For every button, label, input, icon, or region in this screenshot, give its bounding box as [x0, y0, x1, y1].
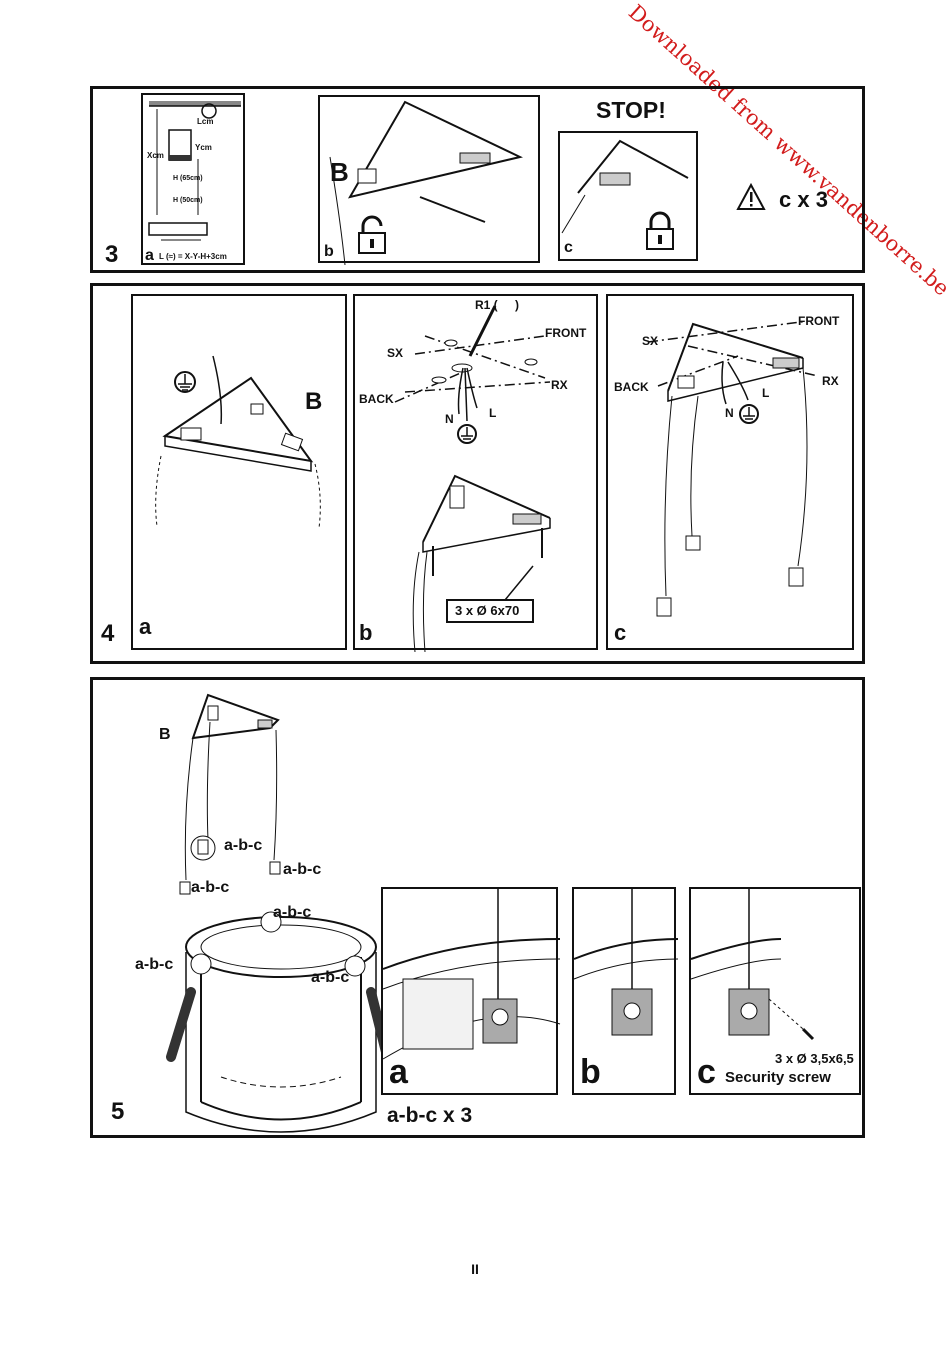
- step-3b-frame: B b: [318, 95, 540, 266]
- detail-c-letter: c: [697, 1053, 716, 1091]
- part-b-label: B: [330, 157, 349, 187]
- step-4a-frame: B a: [131, 294, 347, 650]
- step-3c-frame: c: [558, 131, 698, 261]
- detail-c-illustration: [690, 889, 815, 1041]
- label-h65: H (65cm): [173, 175, 203, 182]
- label-l: L: [489, 406, 497, 420]
- abc-label-side-left: a-b-c: [135, 956, 174, 973]
- part-b-label: B: [159, 726, 171, 743]
- detail-b-letter: b: [580, 1053, 601, 1091]
- ceiling-measure-diagram: [148, 101, 241, 241]
- label-n: N: [725, 406, 734, 420]
- detail-c-frame: c 3 x Ø 3,5x6,5 Security screw: [689, 887, 861, 1095]
- step-3a-letter: a: [145, 247, 154, 264]
- step-4-panel: 4 B a: [90, 283, 865, 664]
- label-r1: R1 (: [475, 298, 498, 312]
- detail-a-letter: a: [389, 1053, 408, 1091]
- security-screw-label: Security screw: [725, 1069, 831, 1086]
- label-n: N: [445, 412, 454, 426]
- detail-b-illustration: [573, 889, 679, 1036]
- label-r1-close: ): [515, 298, 519, 312]
- orientation-diagram: [394, 305, 551, 653]
- step-4-number: 4: [101, 620, 115, 647]
- label-rx: RX: [822, 374, 839, 388]
- step-3-panel: 3 Lcm Xcm Ycm H (65cm) H (50cm) L (≈) = …: [90, 86, 865, 273]
- detail-a-frame: a: [381, 887, 561, 1095]
- step-4c-letter: c: [614, 620, 627, 645]
- abc-label-center: a-b-c: [224, 837, 263, 854]
- step-4b-letter: b: [359, 620, 373, 645]
- hanging-bracket-illustration: [179, 693, 281, 895]
- label-front: FRONT: [798, 314, 840, 328]
- label-l: L: [762, 386, 770, 400]
- label-sx: SX: [642, 334, 659, 348]
- abc-label-right: a-b-c: [283, 861, 322, 878]
- stop-label: STOP!: [596, 97, 666, 123]
- bracket-a-illustration: [155, 355, 321, 529]
- step-3a-frame: Lcm Xcm Ycm H (65cm) H (50cm) L (≈) = X-…: [141, 93, 245, 265]
- warning-count: c x 3: [779, 187, 828, 212]
- bracket-b-illustration: [329, 100, 523, 266]
- wired-bracket-illustration: [647, 320, 819, 617]
- label-rx: RX: [551, 378, 568, 392]
- lock-icon: [646, 211, 674, 250]
- step-4a-letter: a: [139, 614, 152, 639]
- repeat-label: a-b-c x 3: [387, 1104, 473, 1127]
- hood-cylinder-illustration: [166, 911, 391, 1133]
- unlock-icon: [358, 215, 386, 254]
- step-4c-frame: FRONT SX BACK RX N L c: [606, 294, 854, 650]
- label-back: BACK: [614, 380, 649, 394]
- step-3b-letter: b: [324, 243, 334, 260]
- step-5-number: 5: [111, 1098, 125, 1125]
- abc-label-side-right: a-b-c: [311, 969, 350, 986]
- abc-label-top: a-b-c: [273, 904, 312, 921]
- label-ycm: Ycm: [195, 143, 212, 152]
- screw-spec: 3 x Ø 6x70: [455, 603, 520, 618]
- step-4b-frame: R1 ( ) FRONT SX BACK RX N L 3 x Ø 6x70 b: [353, 294, 598, 653]
- detail-a-illustration: [382, 889, 561, 1060]
- detail-b-frame: b: [572, 887, 679, 1095]
- label-front: FRONT: [545, 326, 587, 340]
- security-screw-spec: 3 x Ø 3,5x6,5: [775, 1051, 854, 1066]
- label-xcm: Xcm: [147, 151, 164, 160]
- warning-icon: [736, 182, 766, 210]
- step-5-panel: 5 B a-b-c a-b-c a-b-c a-b-c a-b-c a-b-c: [90, 677, 865, 1138]
- part-b-label: B: [305, 388, 323, 415]
- step-3-number: 3: [105, 241, 119, 268]
- label-sx: SX: [387, 346, 404, 360]
- label-h50: H (50cm): [173, 197, 203, 204]
- formula: L (≈) = X-Y-H+3cm: [159, 252, 227, 261]
- label-back: BACK: [359, 392, 394, 406]
- label-lcm: Lcm: [197, 117, 214, 126]
- step-3c-letter: c: [564, 239, 573, 256]
- page-number: II: [471, 1261, 479, 1277]
- tightened-bracket-illustration: [561, 139, 689, 234]
- abc-label-left: a-b-c: [191, 879, 230, 896]
